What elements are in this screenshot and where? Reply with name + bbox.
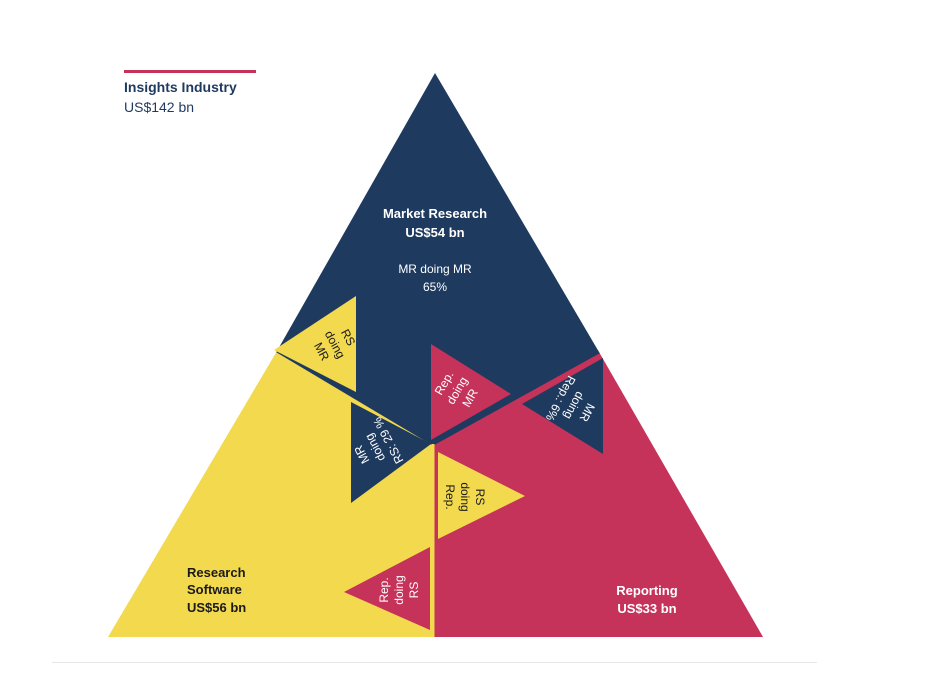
reporting-region — [433, 352, 763, 637]
rs-doing-rep-label: RS doing Rep. — [443, 482, 487, 511]
market-research-value: US$54 bn — [405, 225, 464, 240]
reporting-name: Reporting — [616, 583, 677, 598]
rs-doing-rep-line2: doing — [458, 482, 472, 511]
legend-accent-bar — [124, 70, 256, 73]
rs-doing-mr-line1: RS — [338, 327, 358, 348]
research-software-name-line2: Software — [187, 582, 242, 597]
mr-doing-rep-triangle — [522, 358, 603, 454]
rep-doing-mr-triangle — [431, 344, 511, 440]
rep-doing-rs-triangle — [344, 547, 430, 630]
rep-doing-rs-line2: doing — [392, 575, 406, 604]
mr-doing-mr-value: 65% — [423, 280, 447, 294]
mr-doing-rs-triangle — [351, 402, 431, 503]
bottom-divider — [52, 662, 817, 663]
rs-doing-rep-line1: RS — [473, 489, 487, 506]
legend-value: US$142 bn — [124, 99, 195, 115]
research-software-name-line1: Research — [187, 565, 246, 580]
research-software-value: US$56 bn — [187, 600, 246, 615]
market-research-name: Market Research — [383, 206, 487, 221]
rep-doing-rs-line3: RS — [407, 582, 421, 599]
rs-doing-mr-triangle — [274, 296, 356, 392]
reporting-value: US$33 bn — [617, 601, 676, 616]
rep-doing-rs-label: Rep. doing RS — [377, 575, 421, 604]
legend-title: Insights Industry — [124, 79, 237, 95]
market-research-region — [277, 73, 599, 444]
rs-doing-rep-triangle — [438, 452, 525, 539]
rep-doing-rs-line1: Rep. — [377, 577, 391, 602]
rs-doing-rep-line3: Rep. — [443, 484, 457, 509]
mr-doing-mr-label: MR doing MR — [398, 262, 472, 276]
